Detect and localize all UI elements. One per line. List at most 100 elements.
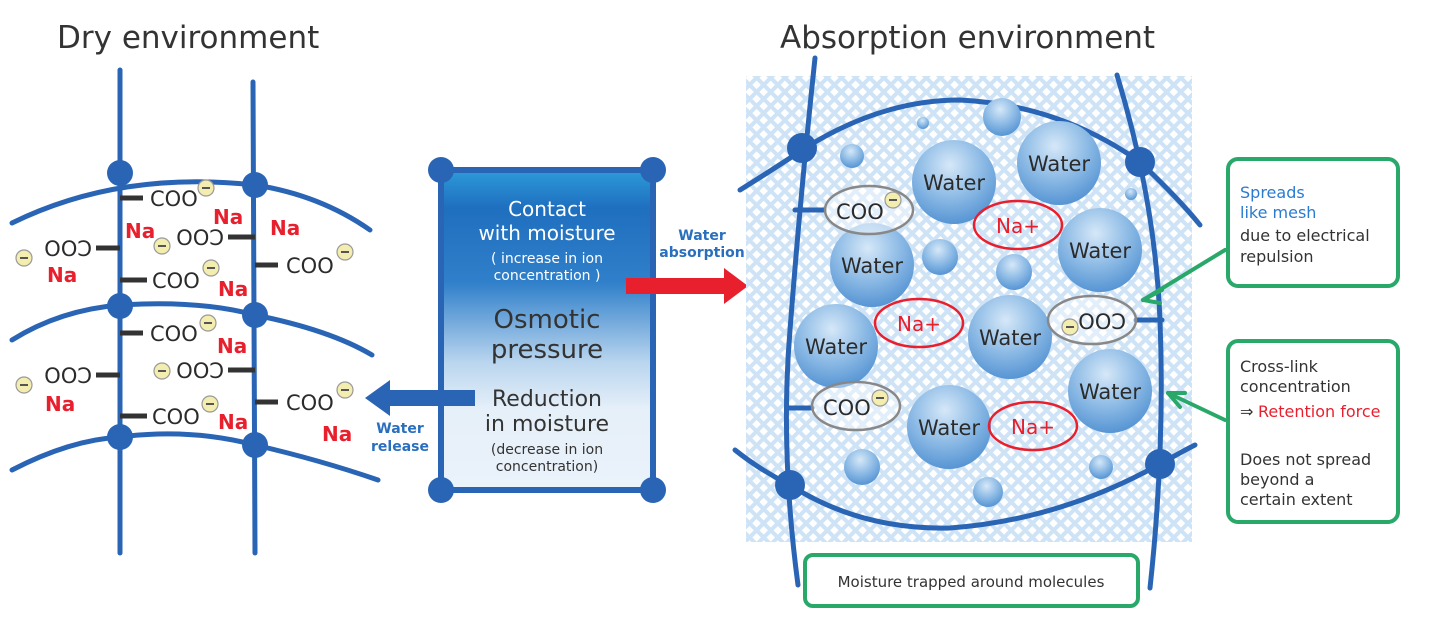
carboxylate-group: COO xyxy=(286,381,354,415)
svg-text:COO: COO xyxy=(836,200,884,224)
water-molecule: Water xyxy=(1017,121,1101,205)
svg-text:COO: COO xyxy=(286,254,334,278)
mesh-spread-note: Spreads like mesh due to electrical repu… xyxy=(1226,157,1400,288)
carboxylate-group-mirrored: COO xyxy=(153,226,224,255)
crosslink-node xyxy=(1145,449,1175,479)
sodium-ion: Na+ xyxy=(987,400,1079,452)
svg-text:like mesh: like mesh xyxy=(1240,203,1316,222)
contact-line1: Contact xyxy=(508,197,586,221)
svg-text:Water: Water xyxy=(1028,152,1090,176)
svg-text:repulsion: repulsion xyxy=(1240,247,1314,266)
crosslink-node xyxy=(107,160,133,186)
svg-text:Water: Water xyxy=(1079,380,1141,404)
svg-text:COO: COO xyxy=(150,187,198,211)
water-molecule: Water xyxy=(968,295,1052,379)
svg-text:Water: Water xyxy=(918,416,980,440)
svg-text:Moisture trapped around molecu: Moisture trapped around molecules xyxy=(838,573,1105,591)
svg-text:COO: COO xyxy=(176,359,224,383)
carboxylate-group-mirrored: COO xyxy=(15,237,92,267)
sodium-label: Na xyxy=(218,277,248,301)
polymer-chain xyxy=(9,301,375,358)
svg-text:concentration: concentration xyxy=(1240,377,1351,396)
absorption-crosslink-nodes xyxy=(775,133,1175,500)
osmotic-line1: Osmotic xyxy=(494,305,601,335)
dry-crosslink-nodes xyxy=(107,160,268,458)
carboxylate-group: COO xyxy=(152,259,220,293)
svg-text:Cross-link: Cross-link xyxy=(1240,357,1319,376)
reduction-line2: in moisture xyxy=(485,412,609,437)
svg-text:COO: COO xyxy=(44,237,92,261)
sodium-label: Na xyxy=(45,392,75,416)
carboxylate-group: COO xyxy=(823,184,915,236)
callout-arrows xyxy=(1141,248,1227,422)
sodium-label: Na xyxy=(125,219,155,243)
svg-text:Water: Water xyxy=(376,421,424,437)
svg-text:Na+: Na+ xyxy=(1011,415,1055,439)
svg-text:Does not spread: Does not spread xyxy=(1240,450,1371,469)
dry-polymer-network xyxy=(9,67,381,556)
svg-text:Na+: Na+ xyxy=(996,214,1040,238)
water-molecule: Water xyxy=(794,304,878,388)
svg-text:COO: COO xyxy=(150,322,198,346)
carboxylate-group-mirrored: COO xyxy=(153,359,224,383)
svg-text:COO: COO xyxy=(44,364,92,388)
trapped-moisture-caption: Moisture trapped around molecules xyxy=(803,553,1140,608)
water-molecules: Water Water Water Water Water Water sal … xyxy=(794,121,1152,469)
dry-sodium-labels: Na Na Na Na Na Na Na Na Na xyxy=(45,205,352,446)
svg-text:Water: Water xyxy=(805,335,867,359)
svg-text:COO: COO xyxy=(152,269,200,293)
polymer-chain xyxy=(9,431,381,483)
sodium-label: Na xyxy=(322,422,352,446)
absorption-carboxylate-groups: COO COO COO xyxy=(810,184,1138,432)
contact-line2: with moisture xyxy=(478,221,615,245)
dry-side-bonds xyxy=(96,195,278,419)
water-molecule: Water xyxy=(907,385,991,469)
water-molecule: Water xyxy=(912,140,996,224)
sodium-label: Na xyxy=(270,216,300,240)
water-release-arrow: Water release xyxy=(365,380,475,455)
carboxylate-group: COO xyxy=(150,314,217,346)
svg-text:Na+: Na+ xyxy=(897,312,941,336)
svg-text:⇒: ⇒ xyxy=(1240,402,1253,421)
carboxylate-group: COO xyxy=(810,380,902,432)
sodium-label: Na xyxy=(218,410,248,434)
ion-increase-line2: concentration ) xyxy=(494,268,601,284)
crosslink-node xyxy=(242,432,268,458)
crosslink-node xyxy=(107,293,133,319)
crosslink-retention-note: Cross-link concentration ⇒ Retention for… xyxy=(1226,339,1400,524)
water-absorption-arrow: Water absorption xyxy=(626,228,748,304)
water-molecule: Water xyxy=(1068,349,1152,433)
carboxylate-group-mirrored: COO xyxy=(1046,294,1138,346)
carboxylate-group: COO xyxy=(286,243,354,278)
sodium-ion: Na+ xyxy=(972,199,1064,251)
svg-text:Water: Water xyxy=(923,171,985,195)
svg-text:Water: Water xyxy=(841,254,903,278)
absorption-environment-title: Absorption environment xyxy=(780,20,1155,56)
sodium-label: Na xyxy=(47,263,77,287)
sodium-label: Na xyxy=(213,205,243,229)
sodium-ion: Na+ xyxy=(873,297,965,349)
svg-text:Spreads: Spreads xyxy=(1240,183,1305,202)
crosslink-node xyxy=(1125,147,1155,177)
svg-text:COO: COO xyxy=(823,396,871,420)
sodium-label: Na xyxy=(217,334,247,358)
dry-carboxylate-groups: COO COO COO COO COO COO COO COO COO COO xyxy=(15,179,354,429)
svg-text:Water: Water xyxy=(979,326,1041,350)
ion-decrease-line2: concentration) xyxy=(496,459,598,475)
reduction-line1: Reduction xyxy=(492,387,602,412)
water-molecule: Water xyxy=(1058,208,1142,292)
svg-text:beyond a: beyond a xyxy=(1240,470,1314,489)
carboxylate-group: COO xyxy=(152,395,219,429)
osmotic-line2: pressure xyxy=(491,335,603,365)
svg-text:COO: COO xyxy=(1078,310,1126,334)
svg-text:Water: Water xyxy=(1069,239,1131,263)
svg-text:Water: Water xyxy=(678,228,726,244)
svg-text:COO: COO xyxy=(176,226,224,250)
crosslink-node xyxy=(775,470,805,500)
sodium-ions: Na+ Na+ Na+ xyxy=(873,199,1079,452)
crosslink-node xyxy=(107,424,133,450)
svg-text:due to electrical: due to electrical xyxy=(1240,226,1370,245)
svg-text:COO: COO xyxy=(286,391,334,415)
water-molecule: Water xyxy=(830,223,914,307)
